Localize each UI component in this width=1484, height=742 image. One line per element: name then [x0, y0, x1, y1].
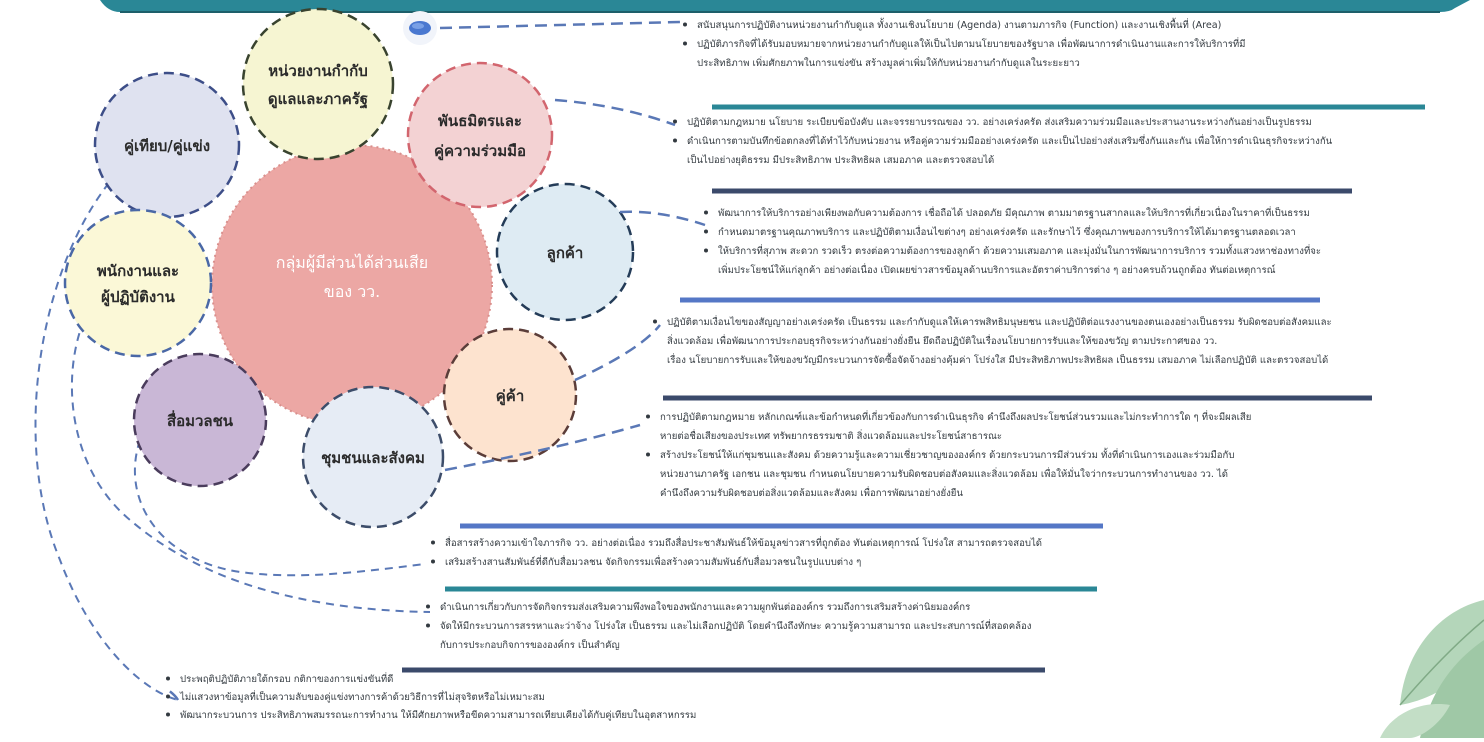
bubble-employees-label-0: พนักงานและ: [97, 262, 179, 280]
bullet-dot: [704, 229, 708, 234]
media-connector-path: [134, 439, 426, 577]
bubble-competitors-label-0: คู่เทียบ/คู่แข่ง: [124, 137, 210, 156]
bullet-partners-0-line-0: ปฏิบัติตามกฎหมาย นโยบาย ระเบียบข้อบังคับ…: [687, 115, 1312, 128]
bullet-partners-1-line-1: เป็นไปอย่างยุติธรรม มีประสิทธิภาพ ประสิท…: [687, 153, 994, 166]
bullet-group-media: สื่อสารสร้างความเข้าใจภารกิจ วว. อย่างต่…: [431, 536, 1042, 568]
bullet-dot: [166, 712, 170, 717]
bullet-group-regulator: สนับสนุนการปฏิบัติงานหน่วยงานกำกับดูแล ท…: [683, 17, 1246, 69]
center-title-line1: กลุ่มผู้มีส่วนได้ส่วนเสีย: [276, 253, 428, 273]
bullet-group-customers: พัฒนาการให้บริการอย่างเพียงพอกับความต้อง…: [704, 206, 1321, 276]
bullet-dot: [431, 559, 435, 564]
bullet-dot: [166, 694, 170, 699]
bullet-dot: [683, 22, 687, 27]
bullet-customers-1-line-0: กำหนดมาตรฐานคุณภาพบริการ และปฏิบัติตามเง…: [718, 225, 1296, 238]
bullet-regulator-0-line-0: สนับสนุนการปฏิบัติงานหน่วยงานกำกับดูแล ท…: [697, 17, 1221, 31]
bullet-competitors-1-line-0: ไม่แสวงหาข้อมูลที่เป็นความลับของคู่แข่งท…: [179, 690, 545, 703]
bullet-community-0-line-0: การปฏิบัติตามกฎหมาย หลักเกณฑ์และข้อกำหนด…: [660, 410, 1251, 423]
bubble-suppliers: คู่ค้า: [442, 327, 578, 463]
bullet-group-community: การปฏิบัติตามกฎหมาย หลักเกณฑ์และข้อกำหนด…: [646, 410, 1251, 499]
bullet-employees-1-line-0: จัดให้มีกระบวนการสรรหาและว่าจ้าง โปร่งใส…: [440, 619, 1032, 632]
connector-partners: [554, 98, 676, 127]
left-arc-connector: [34, 171, 179, 701]
bubble-media: สื่อมวลชน: [132, 352, 268, 488]
bubble-employees-label-1: ผู้ปฏิบัติงาน: [101, 288, 175, 307]
bullet-group-employees: ดำเนินการเกี่ยวกับการจัดกิจกรรมส่งเสริมค…: [426, 600, 1032, 651]
bubble-community: ชุมชนและสังคม: [301, 385, 445, 529]
bullet-customers-2-line-0: ให้บริการที่สุภาพ สะดวก รวดเร็ว ตรงต่อคว…: [718, 243, 1321, 257]
bullet-partners-1-line-0: ดำเนินการตามบันทึกข้อตกลงที่ได้ทำไว้กับห…: [687, 134, 1333, 147]
bubble-community-label-0: ชุมชนและสังคม: [321, 449, 425, 468]
connector-regulator: [439, 20, 681, 30]
bullet-dot: [704, 248, 708, 253]
center-circle: [212, 145, 492, 425]
bullet-community-1-line-2: คำนึงถึงความรับผิดชอบต่อสิ่งแวดล้อมและสั…: [660, 486, 963, 499]
bullet-suppliers-0-line-2: เรื่อง นโยบายการรับและให้ของขวัญมีกระบวน…: [667, 352, 1328, 366]
center-title-line2: ของ วว.: [324, 282, 381, 301]
bullet-competitors-0-line-0: ประพฤติปฏิบัติภายใต้กรอบ กติกาของการแข่ง…: [180, 672, 393, 685]
bullet-regulator-1-line-0: ปฏิบัติภารกิจที่ได้รับมอบหมายจากหน่วยงาน…: [697, 37, 1246, 50]
bullet-dot: [646, 452, 650, 457]
bullet-community-1-line-0: สร้างประโยชน์ให้แก่ชุมชนและสังคม ด้วยควา…: [660, 447, 1234, 461]
bullet-suppliers-0-line-0: ปฏิบัติตามเงื่อนไขของสัญญาอย่างเคร่งครัด…: [667, 315, 1332, 328]
top-banner: [100, 0, 1470, 12]
bullet-dot: [683, 41, 687, 46]
bullet-dot: [653, 319, 657, 324]
bullet-customers-0-line-0: พัฒนาการให้บริการอย่างเพียงพอกับความต้อง…: [718, 206, 1310, 219]
bubble-partners-label-1: คู่ความร่วมมือ: [434, 142, 526, 161]
bubble-regulator-label-0: หน่วยงานกำกับ: [268, 62, 367, 80]
bullet-media-0-line-0: สื่อสารสร้างความเข้าใจภารกิจ วว. อย่างต่…: [445, 536, 1042, 549]
bullet-suppliers-0-line-1: สิ่งแวดล้อม เพื่อพัฒนาการประกอบธุรกิจระห…: [667, 334, 1217, 347]
bullet-group-partners: ปฏิบัติตามกฎหมาย นโยบาย ระเบียบข้อบังคับ…: [673, 115, 1333, 166]
connector-competitors: [167, 688, 180, 701]
bullet-media-1-line-0: เสริมสร้างสานสัมพันธ์ที่ดีกับสื่อมวลชน จ…: [445, 555, 861, 568]
bubble-suppliers-label-0: คู่ค้า: [496, 387, 525, 406]
employees-connector-path: [70, 319, 431, 613]
bullet-group-suppliers: ปฏิบัติตามเงื่อนไขของสัญญาอย่างเคร่งครัด…: [653, 315, 1332, 366]
leaf-decoration: [1380, 600, 1484, 738]
connector-community: [444, 423, 641, 472]
connector-suppliers: [574, 324, 661, 382]
bubble-regulator: หน่วยงานกำกับดูแลและภาครัฐ: [241, 7, 395, 161]
bubble-media-label-0: สื่อมวลชน: [167, 410, 234, 430]
bullet-dot: [704, 210, 708, 215]
bullet-dot: [431, 540, 435, 545]
bullet-group-competitors: ประพฤติปฏิบัติภายใต้กรอบ กติกาของการแข่ง…: [166, 672, 696, 721]
bullet-community-1-line-1: หน่วยงานภาครัฐ เอกชน และชุมชน กำหนดนโยบา…: [660, 467, 1228, 480]
globe-icon: [403, 11, 437, 45]
bubble-partners-label-0: พันธมิตรและ: [438, 112, 522, 130]
bullet-dot: [673, 119, 677, 124]
bubble-customers: ลูกค้า: [495, 182, 635, 322]
bullet-employees-0-line-0: ดำเนินการเกี่ยวกับการจัดกิจกรรมส่งเสริมค…: [440, 600, 970, 613]
bubble-regulator-label-1: ดูแลและภาครัฐ: [268, 90, 368, 109]
bullet-community-0-line-1: หายต่อชื่อเสียงของประเทศ ทรัพยากรธรรมชาต…: [660, 429, 1002, 442]
bullet-dot: [426, 623, 430, 628]
bullet-dot: [646, 414, 650, 419]
bubble-competitors: คู่เทียบ/คู่แข่ง: [93, 71, 241, 219]
bullet-customers-2-line-1: เพิ่มประโยชน์ให้แก่ลูกค้า อย่างต่อเนื่อง…: [718, 263, 1276, 276]
bullet-dot: [673, 138, 677, 143]
bullet-dot: [166, 676, 170, 681]
bubble-customers-label-0: ลูกค้า: [547, 244, 584, 263]
bullet-employees-1-line-1: กับการประกอบกิจการขององค์กร เป็นสำคัญ: [440, 638, 620, 651]
bullet-competitors-2-line-0: พัฒนากระบวนการ ประสิทธิภาพสมรรถนะการทำงา…: [180, 709, 696, 721]
bullet-regulator-1-line-1: ประสิทธิภาพ เพิ่มศักยภาพในการแข่งขัน สร้…: [697, 56, 1080, 69]
bullet-dot: [426, 604, 430, 609]
connector-customers: [619, 210, 706, 227]
